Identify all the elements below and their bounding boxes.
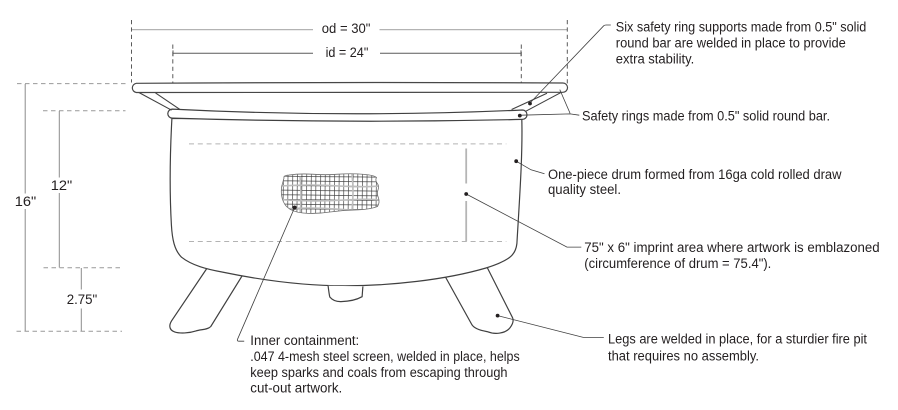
- svg-text:One-piece drum formed from 16g: One-piece drum formed from 16ga cold rol…: [548, 167, 842, 183]
- svg-text:16": 16": [15, 194, 37, 210]
- svg-text:extra stability.: extra stability.: [616, 52, 695, 68]
- svg-text:keep sparks and coals from esc: keep sparks and coals from escaping thro…: [250, 365, 507, 381]
- svg-text:quality steel.: quality steel.: [548, 182, 621, 198]
- svg-text:Legs are welded in place, for: Legs are welded in place, for a sturdier…: [608, 332, 867, 348]
- svg-text:Safety rings made from 0.5" so: Safety rings made from 0.5" solid round …: [582, 108, 830, 124]
- svg-text:od = 30": od = 30": [322, 21, 371, 37]
- svg-text:round bar are welded in place: round bar are welded in place to provide: [616, 36, 846, 52]
- svg-text:that requires no assembly.: that requires no assembly.: [608, 348, 759, 364]
- svg-text:12": 12": [51, 178, 73, 194]
- svg-text:2.75": 2.75": [67, 292, 98, 308]
- svg-text:id = 24": id = 24": [326, 45, 369, 61]
- svg-text:cut-out artwork.: cut-out artwork.: [250, 381, 342, 397]
- svg-text:(circumference of drum = 75.4": (circumference of drum = 75.4").: [584, 256, 771, 272]
- svg-text:Inner containment:: Inner containment:: [250, 333, 359, 349]
- svg-text:75" x 6" imprint area where ar: 75" x 6" imprint area where artwork is e…: [584, 240, 879, 256]
- svg-text:.047 4-mesh steel screen, weld: .047 4-mesh steel screen, welded in plac…: [250, 349, 519, 365]
- svg-text:Six safety ring supports made: Six safety ring supports made from 0.5" …: [616, 19, 867, 35]
